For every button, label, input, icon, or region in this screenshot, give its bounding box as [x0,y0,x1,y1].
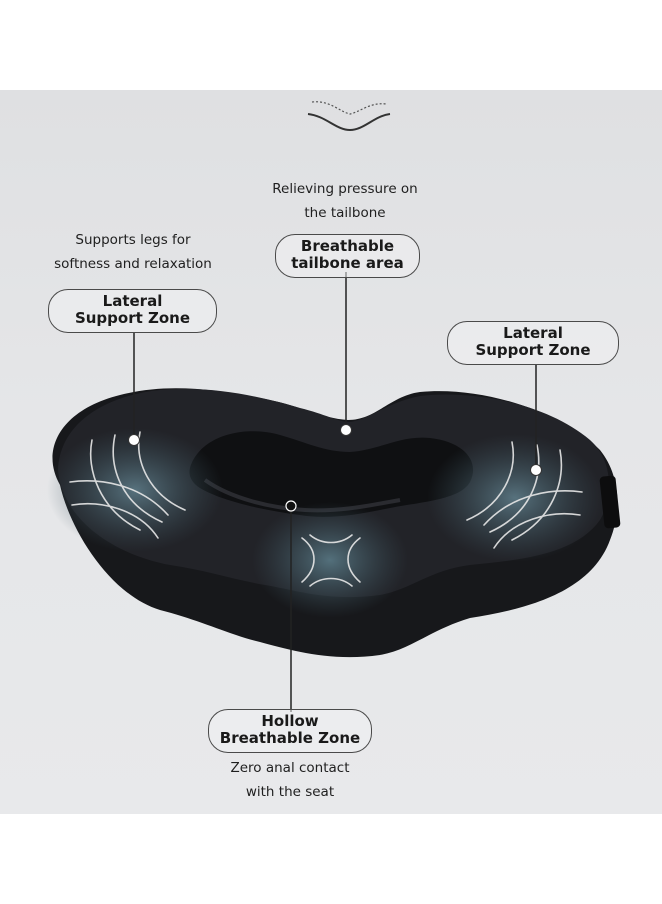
right-zone-marker [530,464,542,476]
left-zone-marker [128,434,140,446]
cushion-profile-wave-icon [307,101,391,132]
cushion-illustration [47,101,621,712]
breathable-tailbone-label: Breathable tailbone area [275,234,420,278]
legs-caption: Supports legs for softness and relaxatio… [54,232,212,272]
callout-lines [133,272,537,712]
product-image-panel: Relieving pressure on the tailbone Suppo… [0,90,662,814]
tailbone-caption: Relieving pressure on the tailbone [272,181,418,221]
seat-contact-caption: Zero anal contact with the seat [230,760,350,800]
hollow-zone-marker [285,500,297,512]
right-lateral-support-label: Lateral Support Zone [447,321,619,365]
left-lateral-support-label: Lateral Support Zone [48,289,217,333]
hollow-breathable-label: Hollow Breathable Zone [208,709,372,753]
seat-cushion [47,388,621,658]
center-zone-marker [340,424,352,436]
